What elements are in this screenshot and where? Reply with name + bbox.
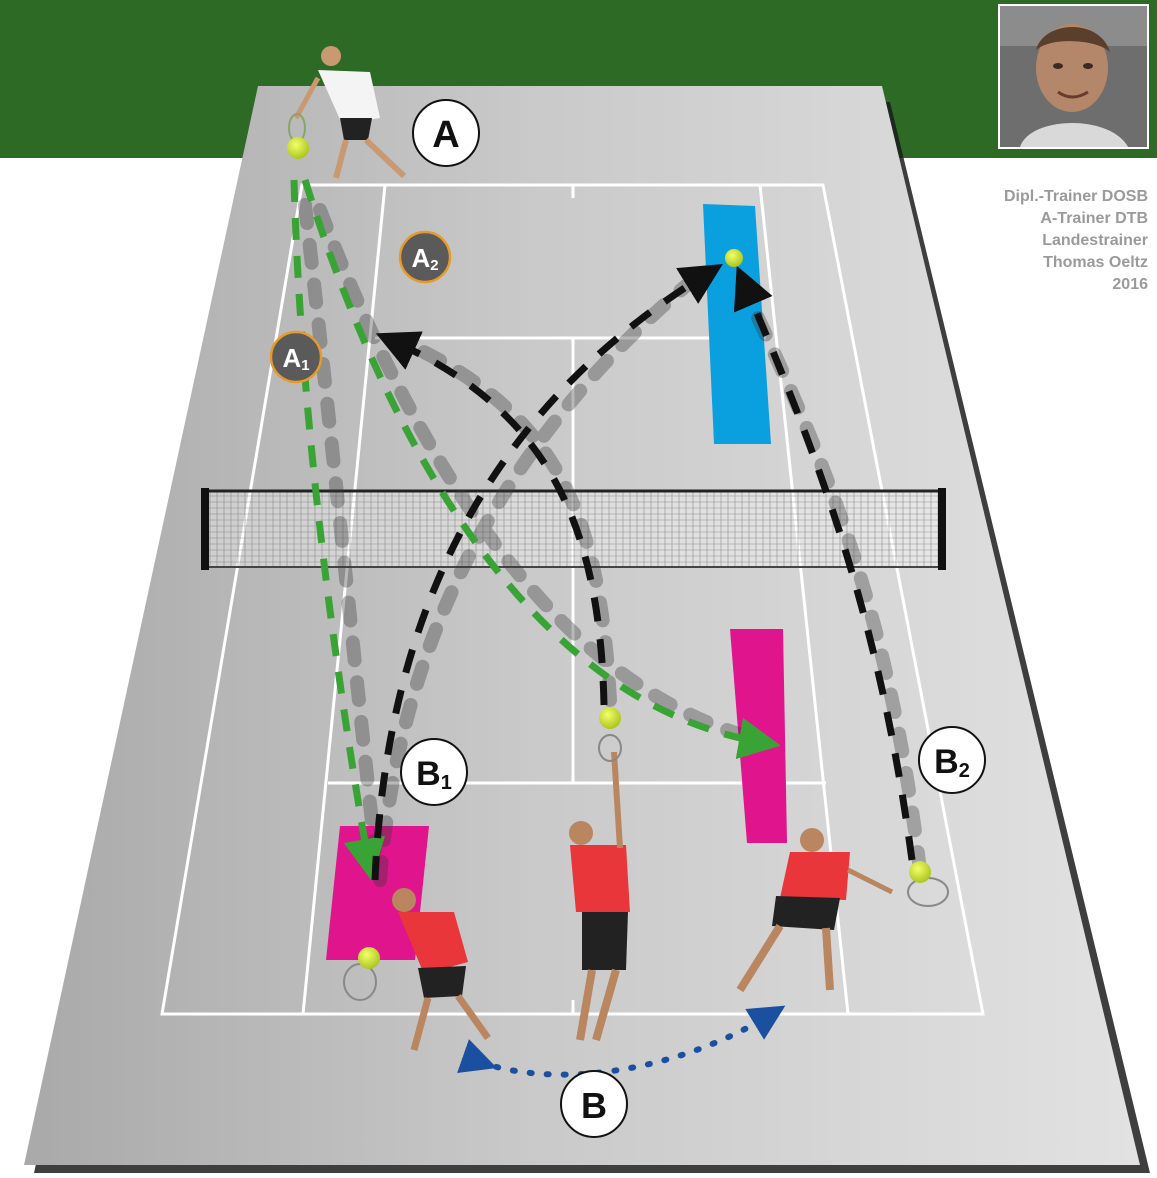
badge-player-b: B <box>560 1070 628 1138</box>
player-b2-figure <box>736 828 949 993</box>
tennis-ball-icon <box>599 707 621 729</box>
credit-line-2: A-Trainer DTB <box>1040 210 1148 227</box>
credit-line-3: Landestrainer <box>1042 232 1148 249</box>
tennis-ball-icon <box>287 137 309 159</box>
credit-line-5: 2016 <box>1112 276 1148 293</box>
svg-text:A2: A2 <box>411 243 438 274</box>
badge-b1-letter: B <box>416 755 441 793</box>
badge-a1-letter: A <box>282 343 301 373</box>
badge-b2: B2 <box>918 726 986 794</box>
svg-text:B2: B2 <box>934 743 970 782</box>
badge-b1-sub: 1 <box>441 772 452 794</box>
player-b1-figure <box>343 888 491 1051</box>
trajectory-green <box>290 178 781 881</box>
tennis-ball-icon <box>358 947 380 969</box>
player-b-figure <box>569 734 630 1042</box>
badge-a2: A2 <box>398 230 452 284</box>
badge-b1: B1 <box>400 738 468 806</box>
credit-line-1: Dipl.-Trainer DOSB <box>1003 188 1148 205</box>
badge-b2-sub: 2 <box>959 760 970 782</box>
badge-b2-letter: B <box>934 743 959 781</box>
badge-player-b-label: B <box>581 1085 607 1126</box>
player-a-figure <box>288 46 407 179</box>
court-surface <box>24 86 1140 1165</box>
badge-a1: A1 <box>269 330 323 384</box>
svg-text:A1: A1 <box>282 343 309 374</box>
tennis-balls <box>287 137 931 969</box>
net <box>201 488 946 570</box>
trajectory-black <box>371 263 916 881</box>
rotation-arrow <box>457 1005 786 1078</box>
trainer-credits: Dipl.-Trainer DOSB A-Trainer DTB Landest… <box>1004 186 1148 296</box>
badge-player-a: A <box>412 99 480 167</box>
tennis-ball-icon <box>725 249 743 267</box>
coach-portrait-photo <box>998 4 1149 149</box>
svg-text:B1: B1 <box>416 755 452 794</box>
badge-a2-sub: 2 <box>430 257 438 274</box>
tennis-ball-icon <box>909 861 931 883</box>
badge-player-a-label: A <box>432 114 459 156</box>
credit-line-4: Thomas Oeltz <box>1043 254 1148 271</box>
coach-portrait-icon <box>1000 6 1147 147</box>
badge-a2-letter: A <box>411 243 430 273</box>
badge-a1-sub: 1 <box>301 357 309 374</box>
